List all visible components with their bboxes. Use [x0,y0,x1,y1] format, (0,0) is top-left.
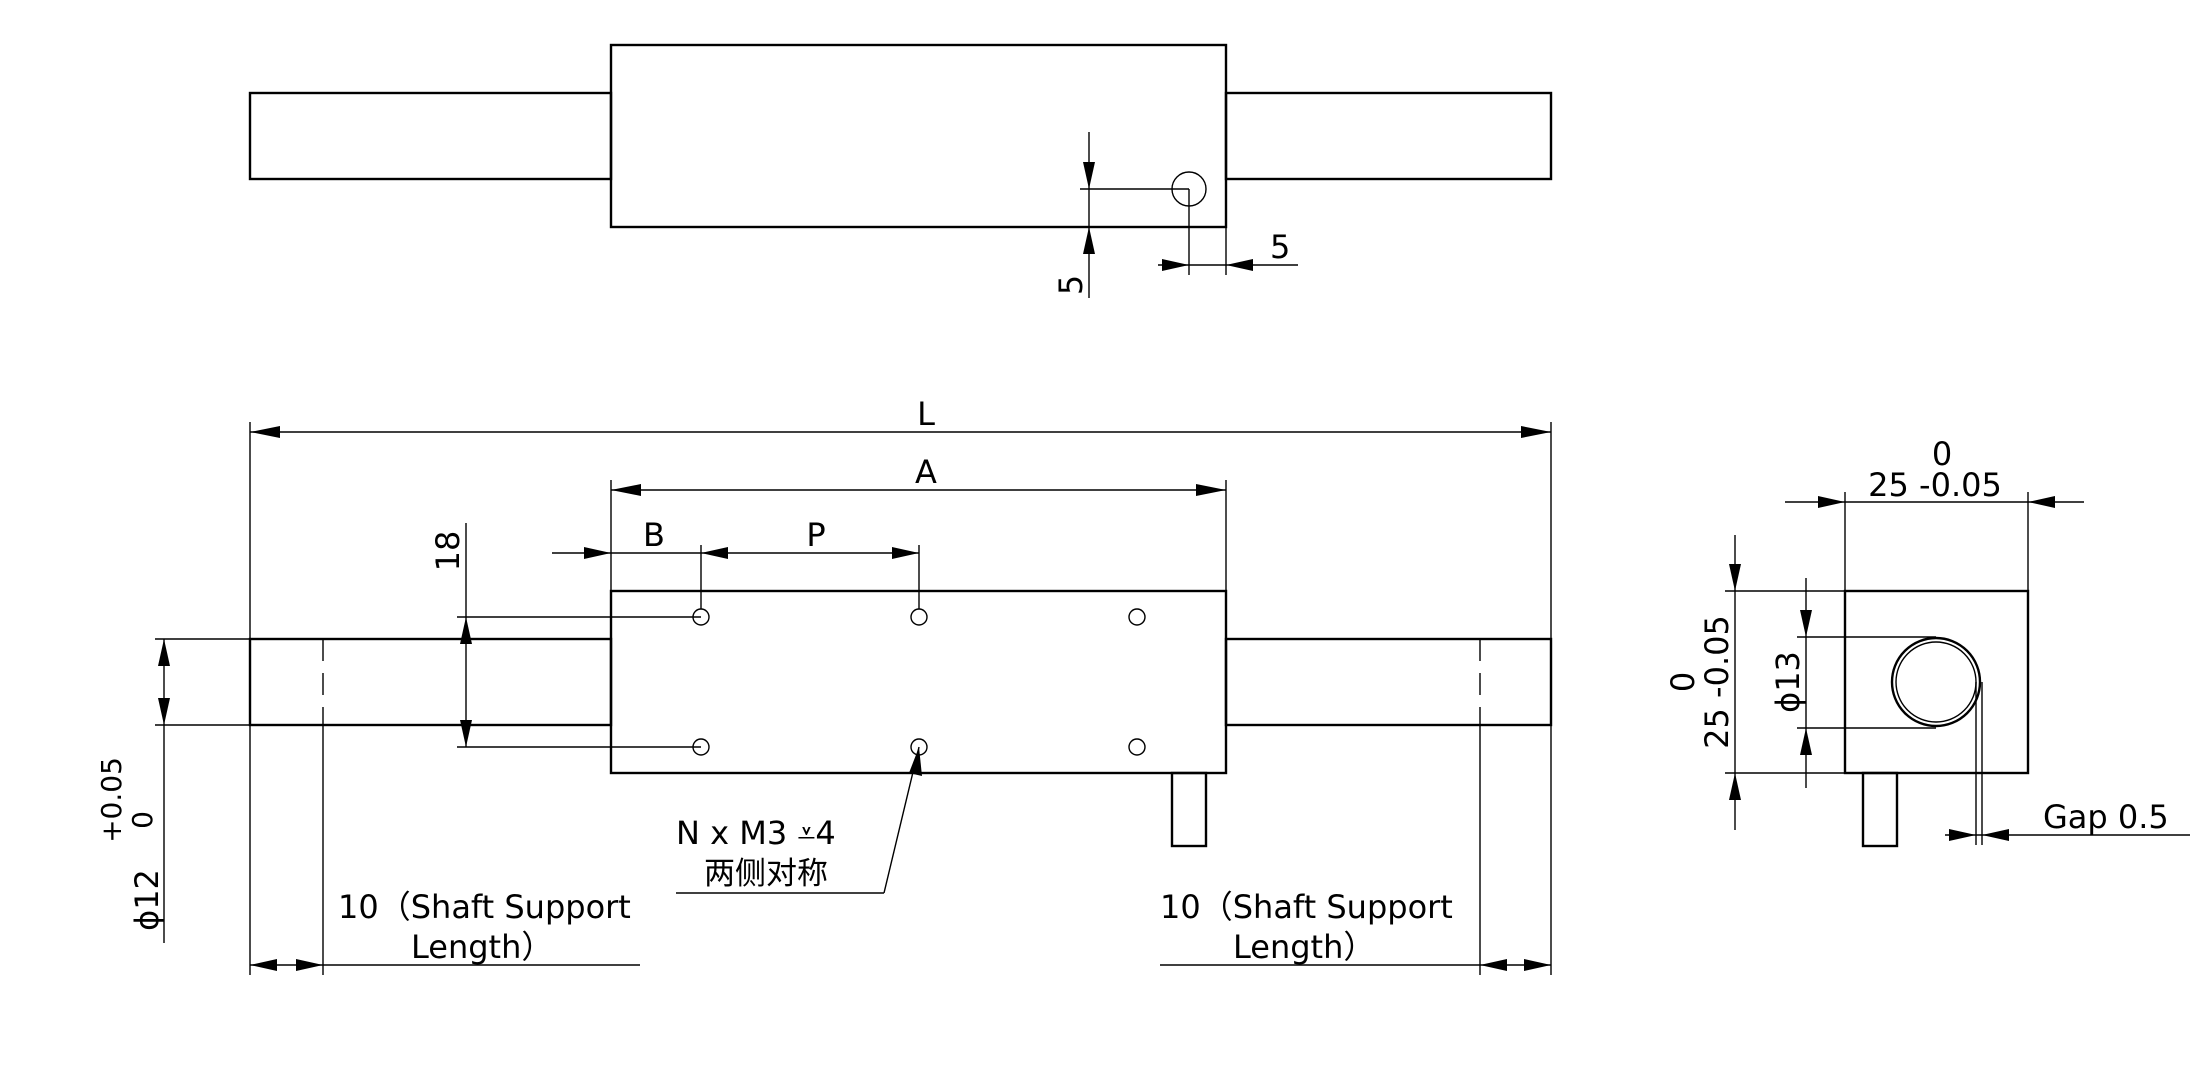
support-length-right-line2: Length） [1233,928,1375,966]
dim-offset-b: B [643,516,665,554]
mounting-hole [1128,608,1146,626]
side-width: 25 -0.05 [1868,466,2002,504]
mounting-hole [910,608,928,626]
top-view-left-shaft [248,91,613,181]
dim-shaft-diameter: ϕ12 [128,869,166,931]
front-view-left-shaft [248,637,613,727]
top-dim-vertical-5: 5 [1052,275,1090,295]
dim-shaft-diameter-tol-upper: +0.05 [95,757,128,843]
top-dim-horizontal-5: 5 [1270,228,1290,266]
dim-hole-spacing: 18 [429,531,467,572]
front-view-block [609,589,1228,775]
side-view-bore-outer [1890,636,1982,728]
gap-dimension: Gap 0.5 [2043,798,2169,836]
support-length-left-line1: 10（Shaft Support [338,888,631,926]
dim-shaft-diameter-tol-lower: 0 [126,811,159,829]
top-view-block [609,43,1228,229]
support-length-right-line1: 10（Shaft Support [1160,888,1453,926]
front-view-pin [1170,771,1208,848]
side-width-tol-upper: 0 [1932,435,1952,473]
dim-overall-length: L [917,395,935,433]
support-length-left-line2: Length） [411,928,553,966]
bore-diameter: ϕ13 [1769,651,1807,713]
side-height: 25 -0.05 [1698,615,1736,749]
dim-block-length: A [915,453,937,491]
side-view-bore-inner [1895,641,1977,723]
hole-callout-thread: N x M3 ⩡4 [676,814,836,852]
mounting-hole [1128,738,1146,756]
hole-callout-note: 两侧对称 [704,856,828,892]
dim-pitch-p: P [806,516,825,554]
side-view-pin [1861,771,1899,848]
side-view-block [1843,589,2030,775]
top-view-right-shaft [1224,91,1553,181]
front-view: L A B P 18 ϕ12 +0.05 0 [95,395,1553,975]
top-view: 5 5 [248,43,1553,298]
side-height-tol-upper: 0 [1664,672,1702,692]
side-view: 0 25 -0.05 0 25 -0.05 ϕ13 Gap 0.5 [1664,435,2190,848]
front-view-right-shaft [1224,637,1553,727]
